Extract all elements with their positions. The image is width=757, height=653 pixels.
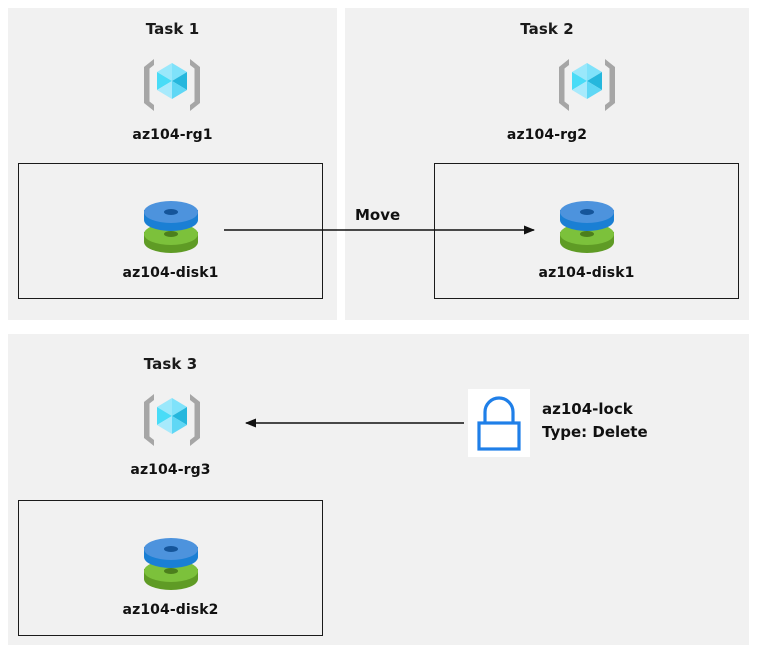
move-arrow-label: Move [355,206,401,224]
resource-group-label-rg2: az104-rg2 [506,127,588,143]
managed-disk-icon [135,196,207,258]
disk-label-task-2: az104-disk1 [538,265,635,281]
task-3-title: Task 3 [143,355,198,373]
lock-text-block: az104-lock Type: Delete [542,398,722,444]
resource-group-cube-icon [140,55,204,115]
lock-name: az104-lock [542,400,633,418]
resource-group-cube-icon [140,390,204,450]
resource-group-label-rg1: az104-rg1 [132,127,213,143]
panel-task-1 [8,8,337,320]
panel-task-2 [345,8,749,320]
panel-task-3 [8,334,749,645]
resource-group-label-rg3: az104-rg3 [130,462,211,478]
resource-box-task-1 [18,163,323,299]
disk-label-task-3: az104-disk2 [122,602,219,618]
task-1-title: Task 1 [145,20,200,38]
managed-disk-icon [551,196,623,258]
disk-label-task-1: az104-disk1 [122,265,219,281]
lock-card [468,389,530,457]
resource-box-task-3 [18,500,323,636]
task-2-title: Task 2 [520,20,574,38]
resource-group-cube-icon [555,55,619,115]
lock-type: Type: Delete [542,423,648,441]
managed-disk-icon [135,533,207,595]
resource-box-task-2 [434,163,739,299]
